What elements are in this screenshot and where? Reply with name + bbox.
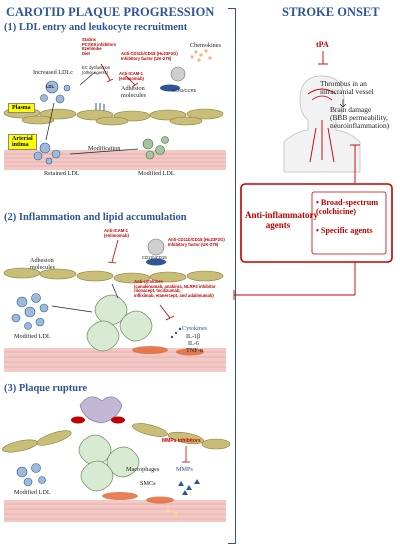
section-1-title: (1) LDL entry and leukocyte recruitment: [4, 22, 188, 33]
s2-cytokines-label: Cytokines: [182, 325, 208, 332]
s2-cd11-label: CD11b/CD18: [142, 255, 167, 260]
s1-adhesion-marks: [95, 103, 105, 111]
s3-macrophages: [78, 434, 140, 492]
right-title: STROKE ONSET: [282, 5, 380, 19]
s3-mmp-triangles: [178, 479, 200, 495]
red-connector: [233, 144, 360, 300]
s3-thrombus: [71, 396, 125, 424]
s2-foam-cells: [86, 294, 153, 352]
s1-chemokines-label: Chemokines: [190, 42, 221, 49]
section-3-title: (3) Plaque rupture: [4, 383, 88, 394]
anti-inflammatory-item-1-text: Broad-spectrum (colchicine): [316, 198, 379, 216]
s2-modified-ldl: [11, 293, 49, 330]
s1-cd11-drugs: Anti-CD11b/CD18 (Hu23F2G) Inhibitory fac…: [121, 51, 178, 61]
s2-modified-ldl-label: Modified LDL: [14, 333, 51, 340]
section-2-title: (2) Inflammation and lipid accumulation: [4, 212, 187, 223]
bracket-top: [228, 8, 236, 10]
s1-ldl-plasma: [40, 80, 71, 104]
s3-smcs-label: SMCs: [140, 480, 156, 487]
left-title: CAROTID PLAQUE PROGRESSION: [6, 5, 215, 19]
s1-icam-drugs: Anti-ICAM-1 (enlimomab): [119, 71, 144, 81]
anti-inflammatory-item-2-text: Specific agents: [320, 226, 373, 235]
s1-retained-ldl-label: Retained LDL: [44, 170, 80, 177]
s1-ccr-label: CCR2/CCR5: [172, 88, 196, 93]
s2-smc: [132, 346, 204, 356]
anti-inflammatory-item-2: • Specific agents: [316, 226, 373, 235]
s1-lipid-drugs: Statins PCSK9 inhibitors Ezetimibe Diet: [82, 37, 117, 56]
s2-icam-drugs: Anti-ICAM-1 (enlimomab): [104, 228, 129, 238]
anti-inflammatory-inner: [311, 191, 387, 255]
s1-adhesion-label: Adhesion molecules: [121, 85, 147, 99]
thrombus-label: Thrombus in an intracranial vessel: [320, 79, 374, 96]
anti-inflammatory-item-1: • Broad-spectrum (colchicine): [316, 198, 379, 216]
s1-ldl-modified: [142, 136, 169, 160]
s2-il6-label: IL-6: [188, 340, 199, 347]
s2-cd11-drugs: Anti-CD11b/CD18 (Hu23F2G) Inhibitory fac…: [168, 237, 225, 247]
s1-ldl-label: LDL: [46, 84, 55, 89]
s2-inhibitors: [107, 239, 175, 321]
s1-ldl-retained: [33, 142, 61, 165]
s2-arrows: [51, 283, 119, 313]
tpa-label: tPA: [316, 40, 329, 49]
bracket-vertical: [235, 8, 237, 544]
s2-endothelium: [3, 267, 224, 284]
s3-modified-ldl-label: Modified LDL: [14, 489, 51, 496]
s3-intima-texture: [4, 503, 226, 520]
brain-damage-label: Brain damage (BBB permeability, neuroinf…: [330, 105, 390, 130]
s1-ec-dysfunction: EC dysfunction (other agents): [82, 65, 111, 75]
s1-arrows: [45, 71, 139, 155]
s3-mmps-label: MMPs: [176, 466, 193, 473]
s2-leukocyte: [146, 238, 166, 266]
bracket-bottom: [228, 543, 236, 545]
s1-modification-label: Modification: [88, 145, 121, 152]
s3-endothelium-ruptured: [2, 423, 231, 453]
s1-modified-ldl-label: Modified LDL: [138, 170, 175, 177]
s3-yellow-dots: [166, 508, 178, 516]
s3-macrophages-label: Macrophages: [126, 466, 160, 473]
s3-modified-ldl: [16, 463, 46, 487]
s1-plasma-tag: Plasma: [8, 103, 35, 114]
anti-inflammatory-title: Anti-inflammatory agents: [245, 210, 318, 230]
head-figure: [283, 75, 361, 173]
stroke-arrows: [339, 99, 347, 108]
s3-inhibitor: [182, 446, 190, 463]
anti-inflammatory-box: [240, 183, 393, 263]
s1-increased-ldl-label: Increased LDLc: [33, 69, 74, 76]
s1-inhibitors: [100, 63, 139, 88]
s3-smc: [102, 492, 174, 504]
s2-cytokine-drugs: Anti-cytokines (canakinumab, anakinra, N…: [134, 279, 216, 298]
tpa-inhibitor: [318, 51, 328, 65]
s1-intima-tag: Arterial intima: [8, 134, 37, 151]
s2-adhesion-label: Adhesion molecules: [30, 257, 56, 271]
s1-leukocyte: [160, 66, 186, 92]
s3-intima-band: [4, 500, 226, 522]
s2-tnf-label: TNF-α: [186, 347, 203, 354]
s2-il1-label: IL-1β: [186, 333, 201, 340]
s3-mmp-drugs: MMPs inhibitors: [162, 438, 201, 444]
s2-cytokine-dots: [170, 327, 182, 339]
s1-chemokine-dots: [190, 49, 212, 62]
